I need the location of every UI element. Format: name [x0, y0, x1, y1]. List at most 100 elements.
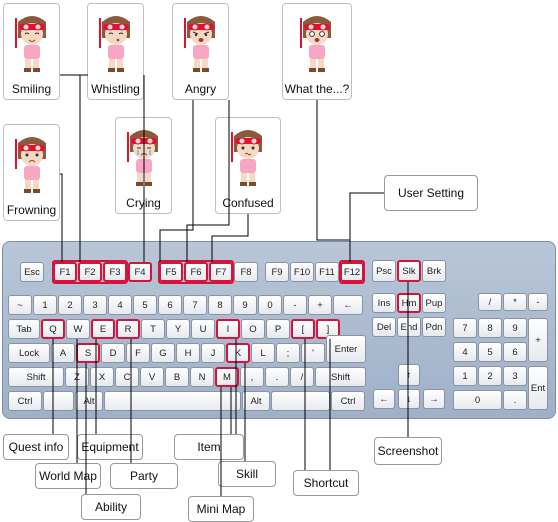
key-comma[interactable]: , [240, 367, 264, 387]
key-f12[interactable]: F12 [340, 262, 364, 282]
key-w[interactable]: W [66, 319, 90, 339]
key-n3[interactable]: 3 [83, 295, 107, 315]
key-lock[interactable]: Lock [8, 343, 50, 363]
key-ins[interactable]: Ins [372, 293, 396, 313]
key-ralt[interactable]: Alt [242, 391, 270, 411]
key-f8[interactable]: F8 [234, 262, 258, 282]
key-j[interactable]: J [201, 343, 225, 363]
key-n9[interactable]: 9 [233, 295, 257, 315]
key-n1[interactable]: 1 [33, 295, 57, 315]
key-e[interactable]: E [91, 319, 115, 339]
key-minus[interactable]: - [283, 295, 307, 315]
key-f5[interactable]: F5 [159, 262, 183, 282]
key-n[interactable]: N [190, 367, 214, 387]
key-alt[interactable]: Alt [75, 391, 103, 411]
key-f1[interactable]: F1 [53, 262, 77, 282]
key-menu[interactable] [271, 391, 330, 411]
key-f10[interactable]: F10 [290, 262, 314, 282]
key-np8[interactable]: 8 [478, 318, 502, 338]
key-np-star[interactable]: * [503, 293, 527, 311]
key-np2[interactable]: 2 [478, 366, 502, 386]
key-f7[interactable]: F7 [209, 262, 233, 282]
key-s[interactable]: S [76, 343, 100, 363]
key-np-ent[interactable]: Ent [528, 366, 548, 410]
key-c[interactable]: C [115, 367, 139, 387]
key-np-slash[interactable]: / [478, 293, 502, 311]
key-f11[interactable]: F11 [315, 262, 339, 282]
key-shift[interactable]: Shift [8, 367, 64, 387]
key-np9[interactable]: 9 [503, 318, 527, 338]
key-f3[interactable]: F3 [103, 262, 127, 282]
key-np-plus[interactable]: + [528, 318, 548, 362]
key-f6[interactable]: F6 [184, 262, 208, 282]
key-t[interactable]: T [141, 319, 165, 339]
key-np-minus[interactable]: - [528, 293, 548, 311]
key-y[interactable]: Y [166, 319, 190, 339]
key-d[interactable]: D [101, 343, 125, 363]
key-slk[interactable]: Slk [397, 260, 421, 282]
key-np1[interactable]: 1 [453, 366, 477, 386]
key-down[interactable]: ↓ [398, 389, 420, 409]
key-esc[interactable]: Esc [20, 262, 44, 282]
key-l[interactable]: L [251, 343, 275, 363]
key-n7[interactable]: 7 [183, 295, 207, 315]
key-brk[interactable]: Brk [422, 260, 446, 282]
key-n5[interactable]: 5 [133, 295, 157, 315]
key-pup[interactable]: Pup [422, 293, 446, 313]
key-tab[interactable]: Tab [8, 319, 40, 339]
key-semicolon[interactable]: ; [276, 343, 300, 363]
key-np6[interactable]: 6 [503, 342, 527, 362]
key-h[interactable]: H [176, 343, 200, 363]
key-u[interactable]: U [191, 319, 215, 339]
key-rshift[interactable]: Shift [315, 367, 366, 387]
key-x[interactable]: X [90, 367, 114, 387]
key-slash[interactable]: / [290, 367, 314, 387]
key-psc[interactable]: Psc [372, 260, 396, 282]
key-n0[interactable]: 0 [258, 295, 282, 315]
key-f[interactable]: F [126, 343, 150, 363]
key-n6[interactable]: 6 [158, 295, 182, 315]
key-q[interactable]: Q [41, 319, 65, 339]
key-enter[interactable]: Enter [326, 335, 366, 363]
key-v[interactable]: V [140, 367, 164, 387]
key-b[interactable]: B [165, 367, 189, 387]
key-backspace[interactable]: ← [333, 295, 363, 315]
key-np7[interactable]: 7 [453, 318, 477, 338]
key-np5[interactable]: 5 [478, 342, 502, 362]
key-rctrl[interactable]: Ctrl [331, 391, 365, 411]
key-k[interactable]: K [226, 343, 250, 363]
key-hm[interactable]: Hm [397, 293, 421, 313]
key-del[interactable]: Del [372, 317, 396, 337]
key-np3[interactable]: 3 [503, 366, 527, 386]
key-o[interactable]: O [241, 319, 265, 339]
key-i[interactable]: I [216, 319, 240, 339]
key-f4[interactable]: F4 [128, 262, 152, 282]
key-pdn[interactable]: Pdn [422, 317, 446, 337]
key-left[interactable]: ← [373, 389, 395, 409]
spacebar[interactable] [104, 391, 241, 411]
key-n4[interactable]: 4 [108, 295, 132, 315]
key-plus[interactable]: + [308, 295, 332, 315]
key-p[interactable]: P [266, 319, 290, 339]
key-z[interactable]: Z [65, 367, 89, 387]
key-win-left[interactable] [43, 391, 74, 411]
key-r[interactable]: R [116, 319, 140, 339]
key-tilde[interactable]: ~ [8, 295, 32, 315]
key-n8[interactable]: 8 [208, 295, 232, 315]
key-f2[interactable]: F2 [78, 262, 102, 282]
key-right[interactable]: → [423, 389, 445, 409]
key-end[interactable]: End [397, 317, 421, 337]
key-a[interactable]: A [51, 343, 75, 363]
key-np4[interactable]: 4 [453, 342, 477, 362]
key-up[interactable]: ↑ [398, 364, 420, 386]
key-f9[interactable]: F9 [265, 262, 289, 282]
key-quote[interactable]: ' [301, 343, 325, 363]
key-lbracket[interactable]: [ [291, 319, 315, 339]
key-g[interactable]: G [151, 343, 175, 363]
key-period[interactable]: . [265, 367, 289, 387]
key-ctrl[interactable]: Ctrl [8, 391, 42, 411]
key-n2[interactable]: 2 [58, 295, 82, 315]
key-np-dot[interactable]: . [503, 390, 527, 410]
key-m[interactable]: M [215, 367, 239, 387]
key-np0[interactable]: 0 [453, 390, 502, 410]
